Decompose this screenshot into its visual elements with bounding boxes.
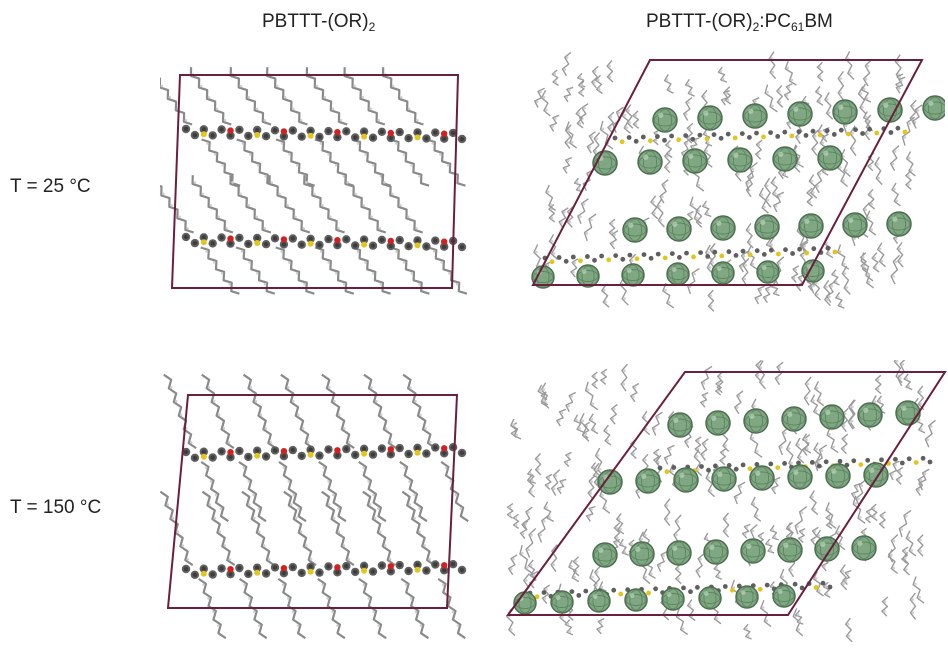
- unit-cell-frame: [166, 394, 459, 609]
- pbttt-150c-structure-image: [160, 373, 469, 640]
- pbttt-25c-structure-image: [160, 67, 468, 295]
- pbttt-pc61bm-150c-structure-image: [506, 360, 947, 643]
- column-header-pbttt-or2: PBTTT-(OR)2: [262, 11, 376, 34]
- row-label-25c: T = 25 °C: [10, 176, 91, 197]
- row-label-150c: T = 150 °C: [10, 497, 102, 518]
- pbttt-pc61bm-25c-structure-image: [531, 50, 945, 312]
- unit-cell-frame: [170, 74, 460, 289]
- unit-cell-frame: [506, 371, 947, 616]
- column-header-pbttt-or2-pc61bm: PBTTT-(OR)2:PC61BM: [646, 11, 833, 34]
- unit-cell-frame: [531, 59, 924, 286]
